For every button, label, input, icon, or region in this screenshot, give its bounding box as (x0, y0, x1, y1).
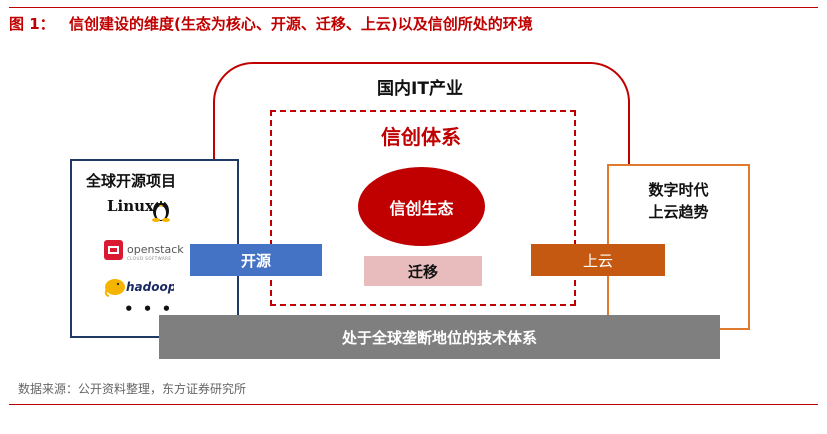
global-monopoly-tech-label: 处于全球垄断地位的技术体系 (341, 328, 537, 347)
hadoop-logo-text: hadoop (126, 280, 174, 294)
migration-label: 迁移 (407, 262, 438, 281)
global-open-source-title: 全球开源项目 (86, 172, 177, 190)
openstack-logo-text: openstack (127, 243, 184, 256)
open-source-label: 开源 (240, 251, 271, 270)
global-monopoly-tech-bar: 处于全球垄断地位的技术体系 (159, 315, 720, 359)
figure-caption: 图 1： 信创建设的维度(生态为核心、开源、迁移、上云)以及信创所处的环境 (9, 13, 533, 34)
cloud-label: 上云 (582, 251, 613, 270)
linux-logo-text: Linux (107, 197, 154, 215)
core-label: 信创生态 (389, 198, 454, 218)
tux-penguin-icon (152, 200, 170, 222)
figure-number: 图 1： (9, 15, 55, 33)
more-projects-ellipsis: • • • (124, 300, 174, 318)
xinchuang-ecosystem-core: 信创生态 (358, 167, 485, 246)
domestic-it-industry-label: 国内IT产业 (377, 79, 463, 99)
xinchuang-system-frame (270, 110, 576, 306)
top-rule (9, 7, 818, 8)
data-source-note: 数据来源：公开资料整理，东方证券研究所 (18, 382, 247, 396)
migration-box: 迁移 (364, 256, 482, 286)
openstack-logo-icon (104, 240, 123, 260)
open-source-box: 开源 (190, 244, 322, 276)
figure-title: 信创建设的维度(生态为核心、开源、迁移、上云)以及信创所处的环境 (69, 15, 533, 33)
xinchuang-system-label: 信创体系 (381, 125, 461, 149)
openstack-logo-subtext: CLOUD SOFTWARE (127, 256, 172, 261)
digital-era-label: 数字时代 (648, 181, 709, 199)
hadoop-elephant-logo-icon: hadoop (104, 279, 174, 297)
cloud-trend-label: 上云趋势 (648, 203, 709, 221)
cloud-migration-box: 上云 (531, 244, 665, 276)
bottom-rule (9, 404, 818, 405)
